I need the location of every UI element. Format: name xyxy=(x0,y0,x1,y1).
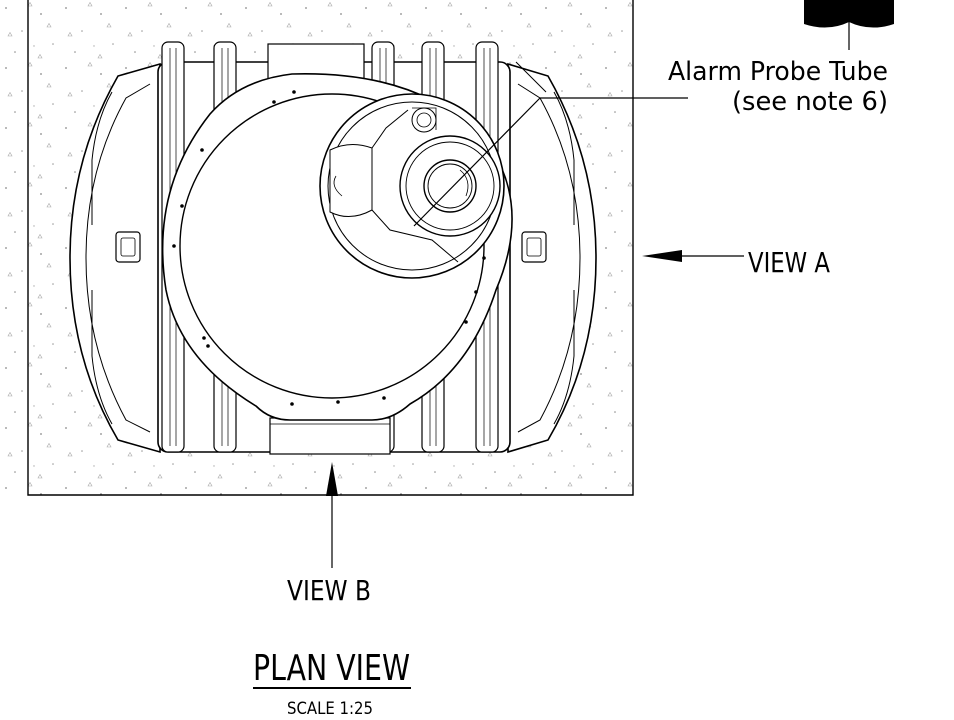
view-a-label: VIEW A xyxy=(748,246,831,279)
top-right-symbol xyxy=(804,0,894,50)
view-a-arrow xyxy=(642,250,744,262)
access-opening xyxy=(319,93,505,279)
tank-body xyxy=(69,41,597,455)
alarm-probe-leader xyxy=(413,97,688,227)
drawing-scale: SCALE 1:25 xyxy=(287,699,373,719)
callout-line-2: (see note 6) xyxy=(732,87,888,117)
drawing-title: PLAN VIEW xyxy=(253,648,410,689)
callout-line-1: Alarm Probe Tube xyxy=(668,57,888,87)
view-b-label: VIEW B xyxy=(287,574,371,607)
view-b-arrow xyxy=(326,462,338,568)
